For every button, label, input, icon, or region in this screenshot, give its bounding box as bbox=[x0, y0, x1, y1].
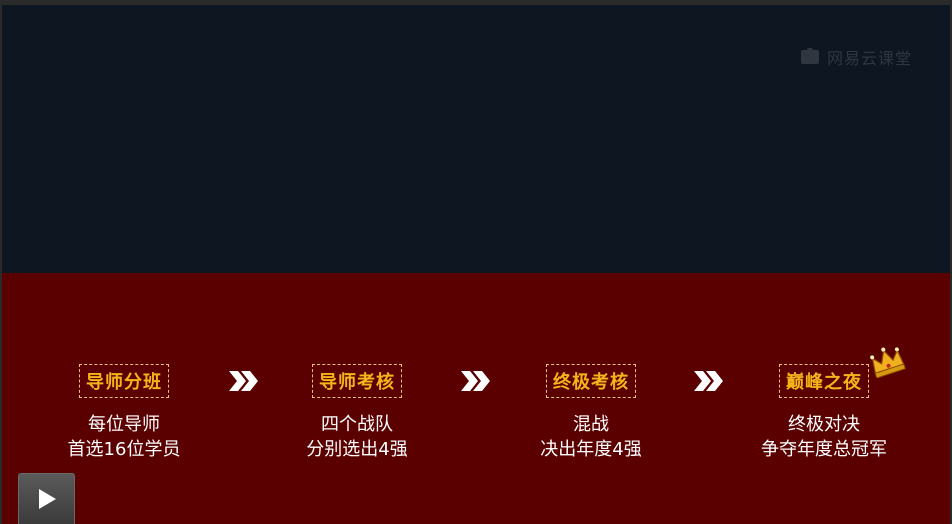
stage-desc-line2: 分别选出4强 bbox=[306, 439, 408, 460]
video-upper-area: 网易云课堂 bbox=[2, 5, 950, 273]
brand-watermark: 网易云课堂 bbox=[800, 45, 912, 69]
stage-title: 导师考核 bbox=[312, 364, 402, 398]
stage-description: 每位导师 首选16位学员 bbox=[24, 412, 224, 462]
double-chevron-right-icon bbox=[229, 371, 258, 391]
stage-title: 导师分班 bbox=[79, 364, 169, 398]
play-icon bbox=[39, 489, 56, 509]
stage-desc-line1: 终极对决 bbox=[788, 414, 860, 435]
stage-desc-line2: 争夺年度总冠军 bbox=[761, 439, 887, 460]
stage-title: 终极考核 bbox=[546, 364, 636, 398]
crown-icon bbox=[870, 347, 906, 378]
stage-2: 导师考核 四个战队 分别选出4强 bbox=[257, 364, 457, 462]
double-chevron-right-icon bbox=[461, 371, 490, 391]
stage-desc-line1: 混战 bbox=[573, 414, 609, 435]
double-chevron-right-icon bbox=[694, 371, 723, 391]
stage-4: 巅峰之夜 终极对决 争夺年度总冠军 bbox=[724, 364, 924, 462]
stage-desc-line2: 决出年度4强 bbox=[540, 439, 642, 460]
stage-title: 巅峰之夜 bbox=[779, 364, 869, 398]
stage-desc-line1: 四个战队 bbox=[321, 414, 393, 435]
brand-text: 网易云课堂 bbox=[826, 49, 912, 68]
video-frame[interactable]: 网易云课堂 导师分班 每位导师 首选16位学员 导师考核 四个战队 分别选出4强 bbox=[2, 5, 950, 524]
stage-description: 混战 决出年度4强 bbox=[491, 412, 691, 462]
stage-description: 四个战队 分别选出4强 bbox=[257, 412, 457, 462]
stage-3: 终极考核 混战 决出年度4强 bbox=[491, 364, 691, 462]
stage-1: 导师分班 每位导师 首选16位学员 bbox=[24, 364, 224, 462]
stage-desc-line2: 首选16位学员 bbox=[67, 439, 181, 460]
stage-desc-line1: 每位导师 bbox=[88, 414, 160, 435]
netease-cloud-classroom-logo-icon bbox=[800, 48, 821, 66]
stage-description: 终极对决 争夺年度总冠军 bbox=[724, 412, 924, 462]
play-button[interactable] bbox=[18, 473, 75, 524]
stages-banner: 导师分班 每位导师 首选16位学员 导师考核 四个战队 分别选出4强 终极考核 bbox=[2, 273, 950, 524]
